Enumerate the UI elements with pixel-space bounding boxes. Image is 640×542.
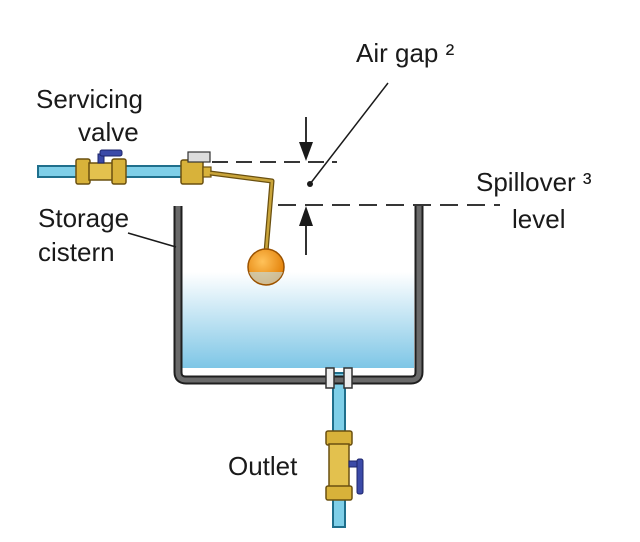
outlet-connector — [325, 367, 353, 389]
servicing-valve-label-line2: valve — [78, 117, 139, 147]
stored-water — [182, 272, 414, 368]
float-valve — [180, 151, 212, 185]
servicing-valve — [75, 149, 127, 185]
servicing-valve-label-line1: Servicing — [36, 84, 143, 114]
air-gap-label: Air gap ² — [356, 38, 455, 68]
air-gap-leader — [309, 82, 389, 185]
air-gap-arrows — [299, 117, 313, 255]
outlet-label: Outlet — [228, 451, 298, 481]
storage-cistern-label-line1: Storage — [38, 203, 130, 233]
spillover-level-label-line1: Spillover ³ — [476, 167, 592, 197]
storage-cistern-inner — [175, 206, 422, 383]
float-arm — [209, 170, 275, 253]
air-gap-point — [307, 181, 313, 187]
spillover-level-label-line2: level — [512, 204, 566, 234]
storage-cistern-leader — [127, 232, 177, 248]
outlet-valve — [325, 430, 364, 501]
storage-cistern-label-line2: cistern — [38, 237, 115, 267]
